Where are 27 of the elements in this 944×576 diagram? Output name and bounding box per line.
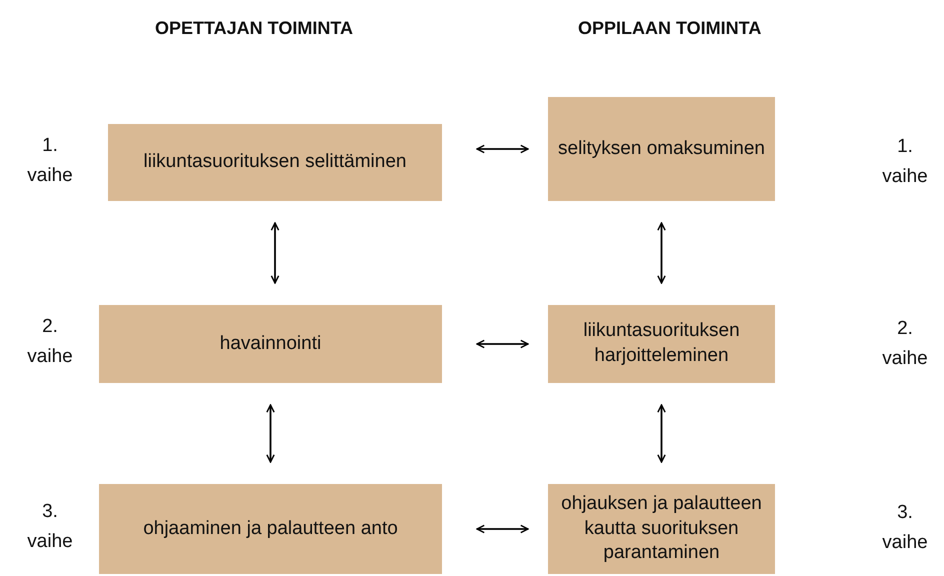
double-arrow xyxy=(476,340,529,348)
step-label: 3. vaihe xyxy=(26,500,74,554)
process-box xyxy=(548,305,775,383)
step-label: 2. vaihe xyxy=(26,315,74,370)
box-label: havainnointi xyxy=(220,332,322,356)
process-box xyxy=(99,484,442,574)
box-label: liikuntasuorituksen selittäminen xyxy=(144,150,406,174)
double-arrow xyxy=(476,144,529,154)
step-label: 2. vaihe xyxy=(881,317,929,372)
double-arrow xyxy=(476,524,529,534)
process-box xyxy=(548,97,775,201)
column-heading: OPPILAAN TOIMINTA xyxy=(578,18,762,39)
column-heading: OPETTAJAN TOIMINTA xyxy=(155,18,353,39)
step-label: 1. vaihe xyxy=(26,134,74,188)
step-label: 3. vaihe xyxy=(881,501,929,556)
process-box xyxy=(108,124,442,201)
double-arrow xyxy=(657,222,666,284)
box-label: ohjauksen ja palautteen kautta suorituksen parantaminen xyxy=(560,492,763,566)
box-label: liikuntasuorituksen harjoitteleminen xyxy=(582,319,741,368)
process-box xyxy=(99,305,442,383)
process-box xyxy=(548,484,775,574)
box-label: ohjaaminen ja palautteen anto xyxy=(143,516,398,541)
double-arrow xyxy=(266,404,275,463)
box-label: selityksen omaksuminen xyxy=(558,136,765,161)
step-label: 1. vaihe xyxy=(881,135,929,190)
double-arrow xyxy=(270,222,280,284)
double-arrow xyxy=(657,404,666,463)
